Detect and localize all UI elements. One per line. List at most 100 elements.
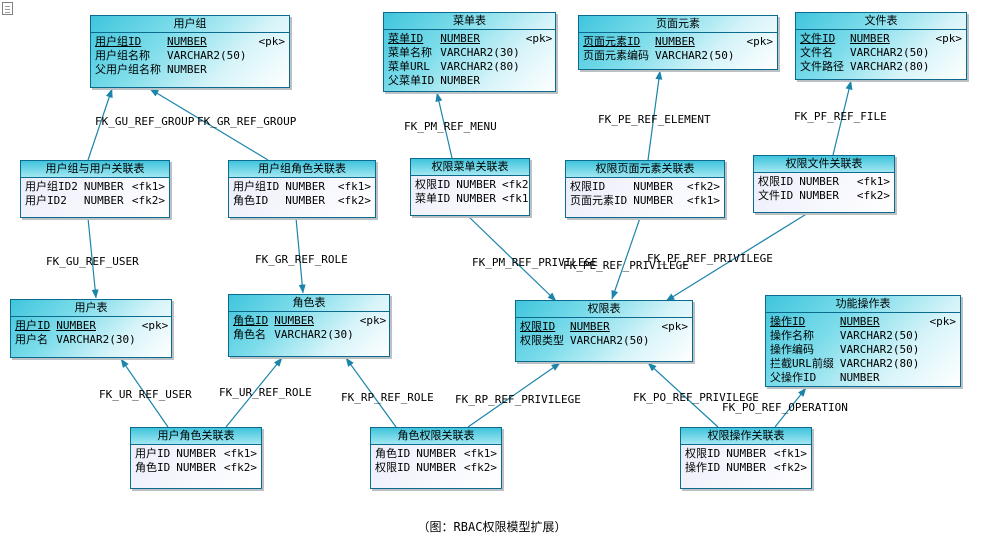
column-key: <fk1> bbox=[337, 180, 371, 193]
column-type: NUMBER bbox=[416, 447, 456, 460]
relation-arrow-usergroup-role-to-user-group bbox=[149, 88, 269, 161]
column-type: NUMBER bbox=[56, 319, 96, 332]
column-type: NUMBER bbox=[850, 32, 890, 45]
column-type: NUMBER bbox=[799, 175, 839, 188]
column-name: 权限ID bbox=[375, 461, 411, 474]
column-name: 菜单名称 bbox=[388, 46, 432, 59]
column-type: NUMBER bbox=[167, 63, 207, 76]
table-title: 页面元素 bbox=[579, 16, 777, 33]
column-type: NUMBER bbox=[285, 194, 325, 207]
column-type: NUMBER bbox=[440, 74, 480, 87]
column-type: NUMBER bbox=[633, 180, 673, 193]
column-name: 角色ID bbox=[135, 461, 171, 474]
column-key: <fk1> bbox=[502, 192, 529, 205]
table-title: 用户组与用户关联表 bbox=[21, 161, 169, 178]
table-title: 角色表 bbox=[229, 295, 389, 312]
column-type: VARCHAR2(50) bbox=[655, 49, 735, 62]
column-name: 权限ID bbox=[415, 178, 451, 191]
fk-label: FK_UR_REF_USER bbox=[99, 388, 192, 401]
fk-label: FK_GR_REF_GROUP bbox=[197, 115, 297, 128]
table-title: 文件表 bbox=[796, 13, 966, 30]
column-key: <fk2> bbox=[223, 461, 257, 474]
column-name: 角色ID bbox=[233, 194, 269, 207]
column-key: <fk2> bbox=[502, 178, 529, 191]
column-key: <pk> bbox=[746, 35, 774, 48]
column-key: <fk2> bbox=[856, 189, 890, 202]
table-title: 用户组角色关联表 bbox=[229, 161, 375, 178]
column-name: 文件ID bbox=[800, 32, 836, 45]
table-title: 权限文件关联表 bbox=[754, 156, 894, 173]
column-type: VARCHAR2(50) bbox=[839, 343, 920, 356]
column-name: 用户ID bbox=[15, 319, 51, 332]
column-type: NUMBER bbox=[456, 192, 496, 205]
fk-label: FK_RP_REF_ROLE bbox=[341, 391, 434, 404]
table-title: 菜单表 bbox=[384, 13, 555, 30]
column-type: NUMBER bbox=[726, 447, 766, 460]
column-name: 用户组ID2 bbox=[25, 180, 78, 193]
column-name: 操作ID bbox=[770, 315, 806, 328]
table-title: 功能操作表 bbox=[766, 296, 960, 313]
column-name: 父操作ID bbox=[770, 371, 817, 384]
column-type: NUMBER bbox=[633, 194, 673, 207]
table-title: 角色权限关联表 bbox=[371, 428, 501, 445]
column-name: 页面元素ID bbox=[583, 35, 641, 48]
fk-label: FK_PE_REF_ELEMENT bbox=[598, 113, 711, 126]
column-type: VARCHAR2(50) bbox=[167, 49, 247, 62]
fk-label: FK_PO_REF_PRIVILEGE bbox=[633, 391, 759, 404]
column-name: 角色ID bbox=[233, 314, 269, 327]
column-key: <fk2> bbox=[131, 194, 165, 207]
relation-arrow-usergroup-user-to-user-group bbox=[87, 88, 113, 161]
relation-arrow-privilege-element-to-page-element bbox=[647, 70, 663, 161]
column-type: NUMBER bbox=[416, 461, 456, 474]
column-name: 文件名 bbox=[800, 46, 833, 59]
column-type: NUMBER bbox=[839, 315, 880, 328]
column-type: NUMBER bbox=[839, 371, 880, 384]
column-type: NUMBER bbox=[83, 194, 124, 207]
column-key: <fk1> bbox=[686, 194, 720, 207]
column-key: <pk> bbox=[258, 35, 286, 48]
fk-label: FK_PO_REF_OPERATION bbox=[722, 401, 848, 414]
column-type: VARCHAR2(30) bbox=[440, 46, 520, 59]
column-name: 角色名 bbox=[233, 328, 266, 341]
column-name: 文件ID bbox=[758, 189, 794, 202]
diagram-caption: （图：RBAC权限模型扩展） bbox=[417, 520, 567, 534]
fk-label: FK_PF_REF_FILE bbox=[794, 110, 887, 123]
column-type: VARCHAR2(50) bbox=[570, 334, 650, 347]
column-name: 菜单ID bbox=[388, 32, 424, 45]
column-type: NUMBER bbox=[274, 314, 314, 327]
column-name: 用户组ID bbox=[95, 35, 142, 48]
column-key: <pk> bbox=[525, 32, 553, 45]
relation-arrow-privilege-operation-to-operation bbox=[774, 387, 807, 428]
column-type: NUMBER bbox=[570, 320, 610, 333]
column-type: NUMBER bbox=[167, 35, 207, 48]
column-key: <fk2> bbox=[773, 461, 807, 474]
relation-arrow-privilege-element-to-privilege bbox=[611, 217, 641, 300]
relation-arrow-role-privilege-to-role bbox=[345, 357, 397, 428]
column-key: <pk> bbox=[141, 319, 169, 332]
table-title: 权限表 bbox=[516, 301, 692, 318]
column-name: 操作编码 bbox=[770, 343, 814, 356]
column-name: 页面元素ID bbox=[570, 194, 628, 207]
column-type: NUMBER bbox=[285, 180, 325, 193]
column-key: <fk2> bbox=[686, 180, 720, 193]
column-type: NUMBER bbox=[655, 35, 695, 48]
column-type: VARCHAR2(80) bbox=[850, 60, 930, 73]
column-type: VARCHAR2(50) bbox=[839, 329, 920, 342]
